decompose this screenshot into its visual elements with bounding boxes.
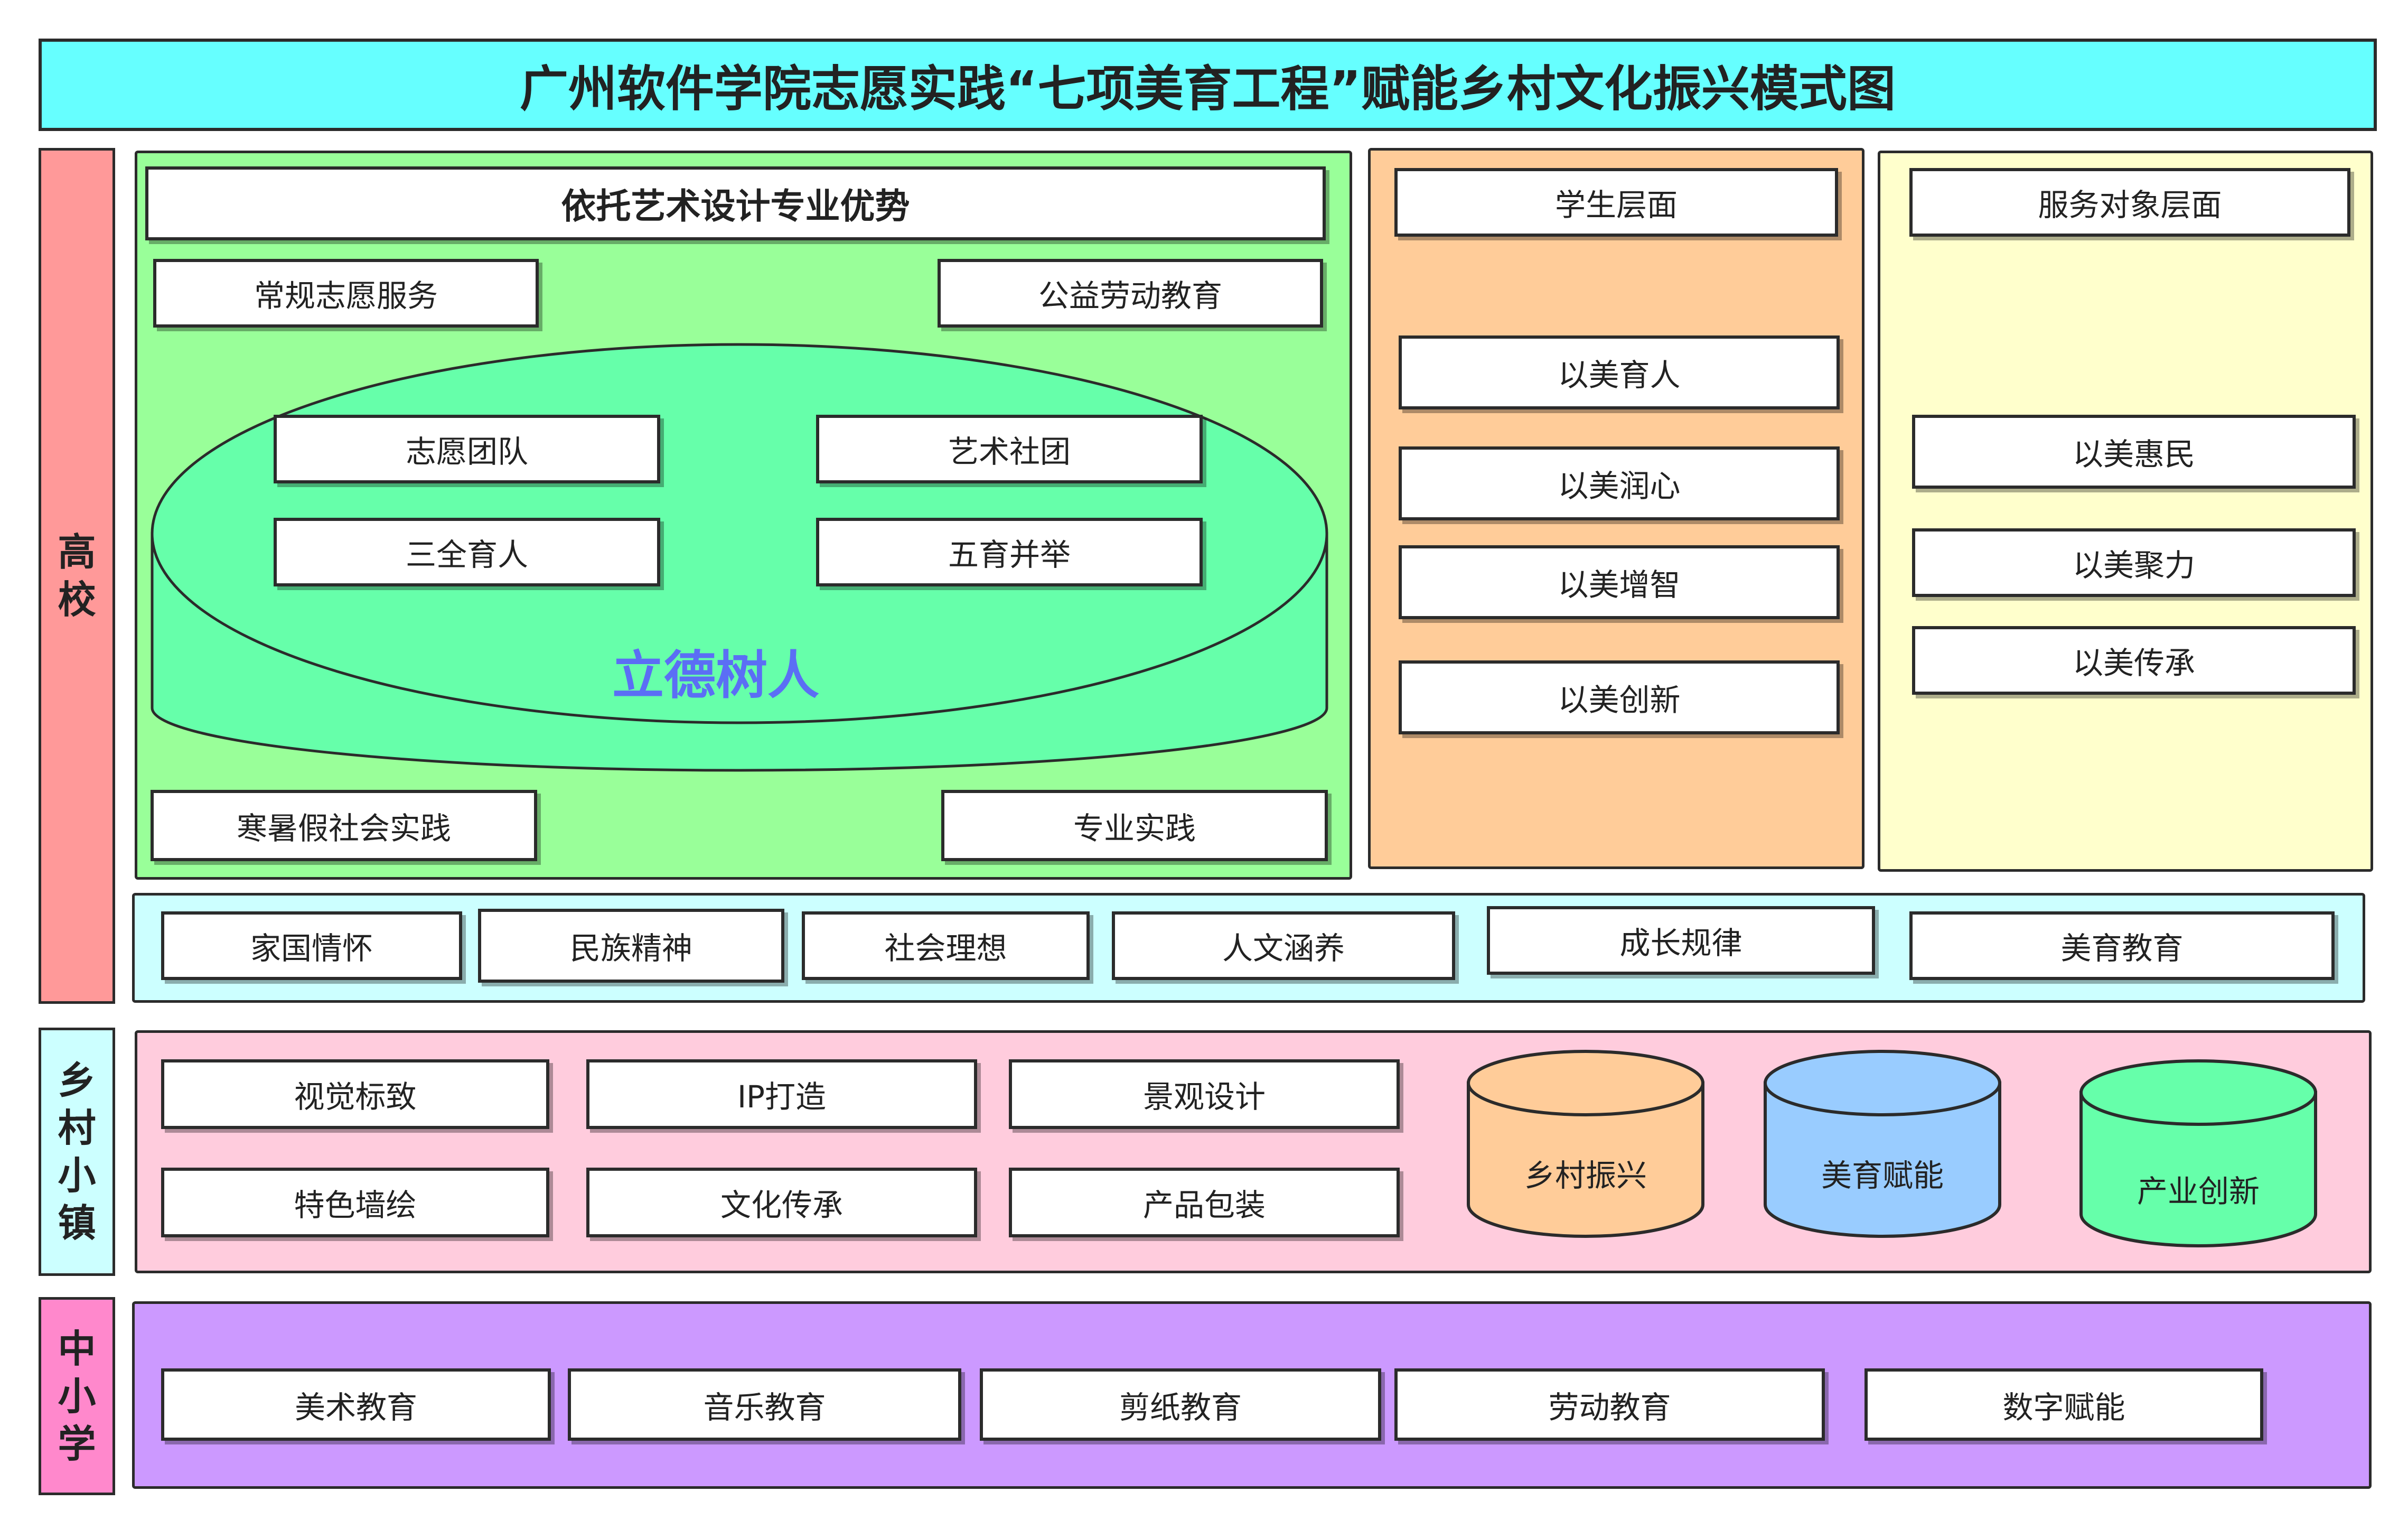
- side-label-gaoxiao: 高 校: [39, 148, 115, 1004]
- student-item: 以美润心: [1399, 446, 1840, 520]
- service-item: 以美传承: [1912, 626, 2356, 695]
- box-art-club: 艺术社团: [816, 415, 1203, 483]
- school-item: 剪纸教育: [980, 1368, 1381, 1441]
- student-item: 以美创新: [1399, 660, 1840, 734]
- value-item: 美育教育: [1909, 911, 2335, 980]
- service-item: 以美聚力: [1912, 528, 2356, 597]
- box-five-education: 五育并举: [816, 518, 1203, 586]
- cylinder-industry: [2079, 1059, 2317, 1247]
- value-item: 人文涵养: [1112, 911, 1455, 980]
- school-item: 美术教育: [161, 1368, 551, 1441]
- cylinder-label-rural: 乡村振兴: [1524, 1158, 1647, 1194]
- student-item: 以美育人: [1399, 335, 1840, 409]
- service-header: 服务对象层面: [1909, 168, 2350, 237]
- box-volunteer-team: 志愿团队: [274, 415, 660, 483]
- student-item: 以美增智: [1399, 545, 1840, 619]
- school-item: 数字赋能: [1864, 1368, 2263, 1441]
- service-item: 以美惠民: [1912, 415, 2356, 489]
- side-label-xiangcun: 乡 村 小 镇: [39, 1028, 115, 1276]
- side-label-zhongxiaoxue: 中 小 学: [39, 1297, 115, 1495]
- box-vacation-practice: 寒暑假社会实践: [151, 790, 537, 861]
- box-all-round-education: 三全育人: [274, 518, 660, 586]
- school-item: 劳动教育: [1394, 1368, 1825, 1441]
- side-char: 小: [58, 1153, 96, 1198]
- side-char: 校: [58, 577, 96, 622]
- cylinder-label-industry: 产业创新: [2137, 1173, 2260, 1209]
- student-header: 学生层面: [1394, 168, 1838, 237]
- school-item: 音乐教育: [568, 1368, 961, 1441]
- center-label: 立德树人: [612, 646, 819, 706]
- cylinder-label-aesthetic: 美育赋能: [1821, 1158, 1944, 1194]
- value-item: 民族精神: [478, 909, 784, 983]
- rural-item: 特色墙绘: [161, 1168, 549, 1237]
- side-char: 中: [58, 1326, 96, 1371]
- side-char: 小: [58, 1374, 96, 1419]
- value-item: 社会理想: [802, 911, 1090, 980]
- rural-item: 视觉标致: [161, 1059, 549, 1129]
- side-char: 村: [58, 1106, 96, 1150]
- value-item: 成长规律: [1487, 906, 1875, 975]
- value-item: 家国情怀: [161, 911, 462, 980]
- green-header: 依托艺术设计专业优势: [145, 166, 1326, 240]
- diagram-title: 广州软件学院志愿实践“七项美育工程”赋能乡村文化振兴模式图: [39, 39, 2377, 131]
- box-professional-practice: 专业实践: [941, 790, 1328, 861]
- box-public-labor: 公益劳动教育: [938, 259, 1323, 328]
- cylinder-aesthetic: [1764, 1050, 2001, 1238]
- rural-item: 景观设计: [1009, 1059, 1400, 1129]
- side-char: 镇: [58, 1201, 96, 1245]
- side-char: 高: [58, 530, 96, 574]
- side-char: 乡: [58, 1058, 96, 1103]
- box-regular-volunteer: 常规志愿服务: [153, 259, 539, 328]
- rural-item: IP打造: [586, 1059, 977, 1129]
- rural-item: 文化传承: [586, 1168, 977, 1237]
- cylinder-rural: [1467, 1050, 1704, 1238]
- side-char: 学: [58, 1421, 96, 1466]
- service-panel: [1878, 151, 2373, 872]
- rural-item: 产品包装: [1009, 1168, 1400, 1237]
